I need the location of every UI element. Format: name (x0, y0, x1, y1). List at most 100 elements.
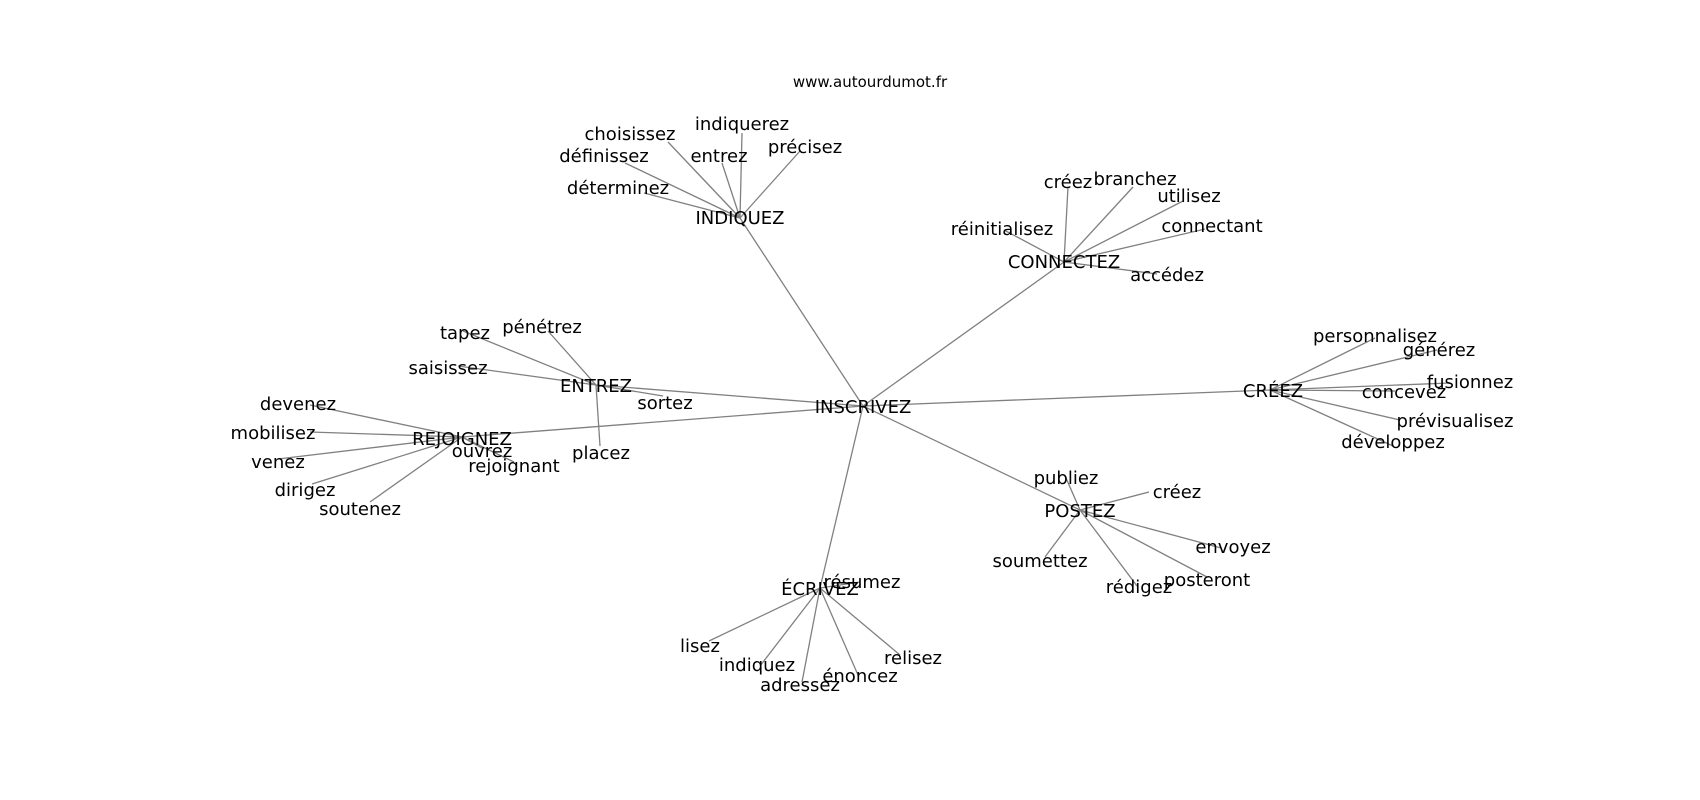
leaf-node-label: accédez (1130, 265, 1204, 286)
edge-hub-to-leaf (1269, 382, 1451, 391)
leaf-node-label: prévisualisez (1397, 411, 1514, 432)
leaf-node-label: fusionnez (1427, 372, 1513, 393)
leaf-node-label: développez (1341, 432, 1445, 453)
edge-hub-to-leaf (1269, 349, 1438, 391)
edge-center-to-hub (862, 405, 1081, 511)
leaf-node-label: dirigez (275, 480, 336, 501)
edge-hub-to-leaf (819, 587, 859, 676)
leaf-node-label: concevez (1362, 382, 1446, 403)
edge-hub-to-leaf (595, 384, 664, 397)
edge-hub-to-leaf (1269, 389, 1401, 421)
edge-center-to-hub (819, 405, 864, 589)
edge-center-to-hub (595, 384, 864, 407)
edge-center-to-hub (739, 217, 864, 407)
edge-hub-to-leaf (461, 436, 515, 463)
edge-hub-to-leaf (1065, 477, 1081, 511)
leaf-node-label: réinitialisez (951, 219, 1053, 240)
leaf-node-label: publiez (1034, 468, 1099, 489)
edge-center-to-hub (862, 261, 1065, 407)
leaf-node-label: définissez (559, 146, 649, 167)
leaf-node-label: utilisez (1157, 186, 1220, 207)
hub-node-label: CRÉEZ (1243, 380, 1303, 402)
leaf-node-label: ouvrez (452, 441, 513, 462)
leaf-node-label: indiquerez (695, 114, 789, 135)
edge-hub-to-leaf (369, 436, 463, 503)
edge-hub-to-leaf (277, 436, 463, 460)
leaf-node-label: générez (1403, 340, 1476, 361)
leaf-node-label: soutenez (319, 499, 401, 520)
hub-node-label: ÉCRIVEZ (781, 578, 859, 600)
leaf-node-label: indiquez (719, 655, 795, 676)
edge-hub-to-leaf (1269, 389, 1394, 447)
leaf-node-label: mobilisez (231, 423, 316, 444)
leaf-node-label: posteront (1164, 570, 1250, 591)
edge-hub-to-leaf (739, 150, 801, 219)
leaf-node-label: précisez (768, 137, 842, 158)
edge-hub-to-leaf (1063, 186, 1069, 263)
edge-hub-to-leaf (1063, 186, 1134, 263)
edge-hub-to-leaf (1079, 509, 1208, 578)
edge-hub-to-leaf (1079, 509, 1138, 587)
edge-hub-to-leaf (624, 162, 741, 219)
edge-hub-to-leaf (1044, 509, 1081, 558)
labels-layer: INSCRIVEZ INDIQUEZ choisissez indiquerez ent… (231, 114, 1514, 696)
edge-hub-to-leaf (1063, 228, 1206, 263)
hub-node-label: ENTREZ (560, 376, 632, 397)
edge-hub-to-leaf (721, 162, 741, 219)
leaf-node-label: énoncez (822, 666, 897, 687)
edge-hub-to-leaf (547, 330, 597, 386)
edge-hub-to-leaf (708, 587, 821, 642)
center-node-label: INSCRIVEZ (815, 397, 912, 418)
edges-layer (277, 132, 1451, 683)
leaf-node-label: pénétrez (502, 317, 582, 338)
leaf-node-label: venez (251, 452, 305, 473)
edge-hub-to-leaf (819, 581, 861, 589)
edge-hub-to-leaf (1269, 337, 1376, 391)
edge-hub-to-leaf (311, 436, 463, 485)
edge-hub-to-leaf (643, 192, 741, 219)
leaf-node-label: rejoignant (468, 456, 559, 477)
hub-node-label: POSTEZ (1044, 501, 1115, 522)
edge-hub-to-leaf (1079, 509, 1222, 549)
leaf-node-label: envoyez (1195, 537, 1270, 558)
leaf-node-label: saisissez (408, 358, 487, 379)
edge-hub-to-leaf (457, 365, 597, 386)
edge-hub-to-leaf (819, 587, 901, 656)
source-watermark: www.autourdumot.fr (793, 73, 948, 91)
edge-center-to-hub (862, 389, 1271, 407)
leaf-node-label: branchez (1093, 169, 1176, 190)
edge-hub-to-leaf (1063, 261, 1158, 275)
edge-hub-to-leaf (801, 587, 821, 683)
leaf-node-label: rédigez (1106, 577, 1172, 598)
edge-hub-to-leaf (309, 404, 463, 438)
leaf-node-label: créez (1153, 482, 1202, 503)
leaf-node-label: sortez (637, 393, 692, 414)
leaf-node-label: adressez (760, 675, 840, 696)
edge-hub-to-leaf (1269, 389, 1396, 392)
edge-hub-to-leaf (595, 384, 601, 447)
leaf-node-label: personnalisez (1313, 326, 1437, 347)
edge-hub-to-leaf (462, 330, 597, 386)
edge-hub-to-leaf (309, 431, 463, 438)
leaf-node-label: déterminez (567, 178, 669, 199)
leaf-node-label: placez (572, 443, 630, 464)
leaf-node-label: relisez (884, 648, 942, 669)
edge-hub-to-leaf (759, 587, 821, 667)
hub-node-label: CONNECTEZ (1008, 252, 1120, 273)
leaf-node-label: lisez (680, 636, 720, 657)
leaf-node-label: résumez (824, 572, 901, 593)
edge-hub-to-leaf (1079, 491, 1150, 511)
edge-hub-to-leaf (1003, 229, 1065, 263)
hub-node-label: INDIQUEZ (696, 208, 785, 229)
leaf-node-label: devenez (260, 394, 336, 415)
leaf-node-label: connectant (1161, 216, 1262, 237)
edge-hub-to-leaf (667, 141, 741, 219)
edge-hub-to-leaf (1063, 200, 1184, 263)
hub-node-label: REJOIGNEZ (412, 429, 512, 450)
leaf-node-label: soumettez (992, 551, 1087, 572)
leaf-node-label: choisissez (585, 124, 676, 145)
leaf-node-label: entrez (690, 146, 747, 167)
leaf-node-label: tapez (440, 323, 490, 344)
leaf-node-label: créez (1044, 172, 1093, 193)
